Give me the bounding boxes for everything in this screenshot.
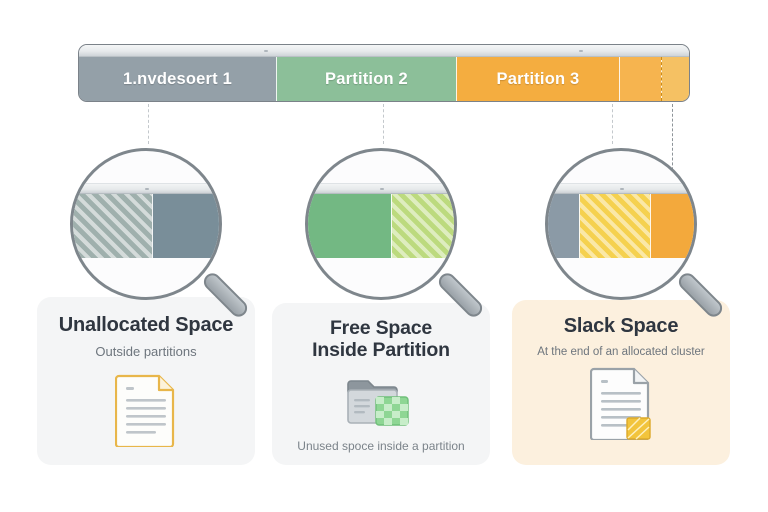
- lens-bar-top-strip: [73, 183, 219, 194]
- card-title: Unallocated Space: [58, 314, 234, 336]
- partition-segment-3[interactable]: Partition 3: [456, 57, 619, 101]
- magnifier-unallocated: [70, 148, 251, 321]
- lens-segment-used: [308, 194, 392, 258]
- lens-segment-file-data: [650, 194, 694, 258]
- lens-bar-top-strip: [548, 183, 694, 194]
- magnifier-lens: [305, 148, 457, 300]
- card-title-line-2: Inside Partition: [312, 339, 450, 362]
- card-slack-space[interactable]: Slack Space At the end of an allocated c…: [512, 300, 730, 465]
- card-unallocated-space[interactable]: Unallocated Space Outside partitions: [37, 297, 255, 465]
- connector-line-slack-left: [612, 104, 613, 144]
- disk-bar-top-highlight: [79, 45, 689, 57]
- partition-1-label: 1.nvdesoert 1: [123, 69, 232, 88]
- partition-segment-1[interactable]: 1.nvdesoert 1: [79, 57, 276, 101]
- lens-segment-slack-hatched: [578, 194, 651, 258]
- magnifier-slack-space: [545, 148, 726, 321]
- partition-tail-segment-a: [619, 57, 661, 101]
- lens-segment-free-hatched: [391, 194, 454, 258]
- document-lines-icon: [114, 373, 177, 452]
- card-title-line-1: Free Space: [329, 317, 433, 339]
- partition-segment-2[interactable]: Partition 2: [276, 57, 456, 101]
- lens-segment-allocated: [151, 194, 219, 258]
- connector-line-free-space: [383, 104, 384, 144]
- lens-segment-unallocated-hatched: [73, 194, 152, 258]
- card-caption: Unused spoce inside a partition: [297, 439, 465, 453]
- magnifier-lens: [545, 148, 697, 300]
- card-free-space[interactable]: Free Space Inside Partition Unused: [272, 303, 490, 465]
- partition-tail-segment-b: [661, 57, 689, 101]
- disk-layout-bar: 1.nvdesoert 1 Partition 2 Partition 3: [78, 44, 690, 102]
- lens-bar-top-strip: [308, 183, 454, 194]
- magnifier-free-space: [305, 148, 486, 321]
- partition-row: 1.nvdesoert 1 Partition 2 Partition 3: [79, 57, 689, 101]
- lens-segments: [548, 194, 694, 258]
- partition-3-label: Partition 3: [496, 69, 580, 88]
- card-title: Free Space Inside Partition: [312, 317, 450, 362]
- connector-line-unallocated: [148, 104, 149, 144]
- document-with-slack-corner-icon: [589, 366, 652, 445]
- card-title: Slack Space: [563, 315, 679, 337]
- lens-segments: [308, 194, 454, 258]
- magnifier-lens: [70, 148, 222, 300]
- connector-line-slack-right: [672, 104, 673, 180]
- partition-2-label: Partition 2: [325, 69, 408, 88]
- card-subtitle: At the end of an allocated cluster: [537, 346, 705, 358]
- slack-boundary-dashed-marker: [661, 57, 662, 101]
- folder-with-green-checker-icon: [345, 372, 417, 435]
- lens-segment-grey: [548, 194, 579, 258]
- lens-segments: [73, 194, 219, 258]
- card-subtitle: Outside partitions: [95, 344, 197, 359]
